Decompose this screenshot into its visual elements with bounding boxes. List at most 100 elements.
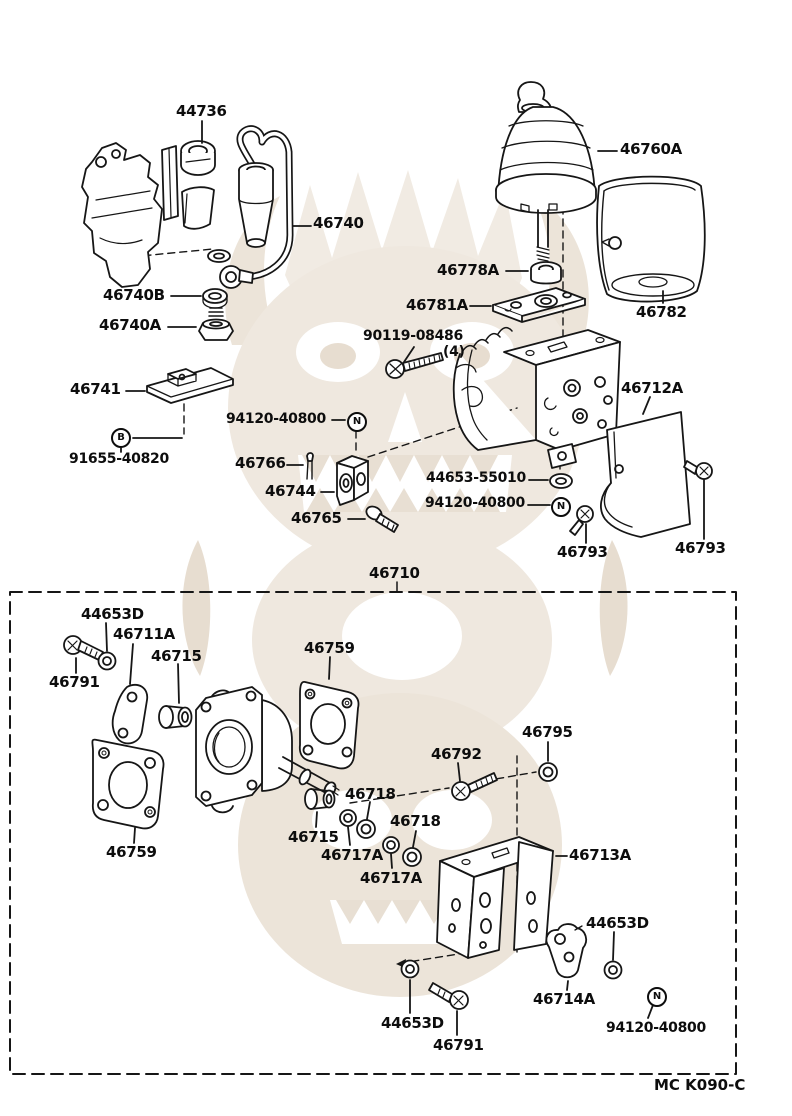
part-label-46782: 46782 bbox=[636, 303, 687, 321]
part-label-46793-left: 46793 bbox=[557, 543, 608, 561]
nut-44653D-right-drawing bbox=[603, 960, 623, 980]
part-label-46791-top: 46791 bbox=[49, 673, 100, 691]
leader-46759-bottom bbox=[133, 827, 136, 844]
bolt-46740A-drawing bbox=[198, 307, 234, 341]
part-label-46714A: 46714A bbox=[533, 990, 595, 1008]
leader-46717A-2 bbox=[390, 853, 393, 869]
part-label-46781A: 46781A bbox=[406, 296, 468, 314]
bolt-46793-left-drawing bbox=[569, 505, 594, 536]
bushing-46715-top-drawing bbox=[158, 705, 193, 729]
bracket-46713A-drawing bbox=[436, 836, 554, 959]
part-label-46740B: 46740B bbox=[103, 286, 165, 304]
part-label-90119-08486: 90119-08486 bbox=[363, 328, 463, 344]
part-label-46715-top: 46715 bbox=[151, 647, 202, 665]
part-label-46759-top: 46759 bbox=[304, 639, 355, 657]
link-46744-drawing bbox=[336, 455, 369, 506]
part-label-46795: 46795 bbox=[522, 723, 573, 741]
nut-46795-drawing bbox=[538, 762, 558, 782]
washer-46740B-drawing bbox=[202, 288, 228, 309]
part-label-94120-40800-c: 94120-40800 bbox=[606, 1020, 706, 1036]
assembly-46710-box bbox=[9, 591, 737, 1075]
part-label-44653D-bottom: 44653D bbox=[381, 1014, 444, 1032]
assembly-label-46710: 46710 bbox=[369, 564, 420, 582]
leader-46711A bbox=[129, 643, 134, 685]
part-label-46713A: 46713A bbox=[569, 846, 631, 864]
leader-94120-c bbox=[647, 1004, 654, 1019]
leader-46792 bbox=[457, 762, 461, 782]
cover-46712A-drawing bbox=[600, 411, 691, 538]
leader-46714A bbox=[566, 980, 569, 991]
leader-90119 bbox=[403, 346, 415, 363]
clamp-bracket-44736-drawing bbox=[161, 140, 216, 230]
leader-46718-2 bbox=[412, 830, 417, 848]
part-label-46766: 46766 bbox=[235, 454, 286, 472]
bolt-46791-bottom-drawing bbox=[428, 982, 469, 1010]
part-label-44653D-top: 44653D bbox=[81, 605, 144, 623]
cam-46714A-drawing bbox=[545, 923, 588, 979]
leader-46759-top bbox=[328, 656, 331, 680]
nut-44653D-top-drawing bbox=[97, 651, 117, 671]
pump-body-drawing bbox=[195, 686, 340, 814]
bolt-46792-drawing bbox=[451, 772, 498, 801]
part-label-46744: 46744 bbox=[265, 482, 316, 500]
bushing-46715-2-drawing bbox=[304, 788, 336, 810]
leader-46715-top bbox=[177, 663, 180, 704]
part-label-90119-qty: (4) bbox=[443, 344, 465, 360]
part-label-94120-40800-a: 94120-40800 bbox=[226, 411, 326, 427]
diagram-code: MC K090-C bbox=[654, 1076, 746, 1094]
bolt-46765-drawing bbox=[365, 505, 399, 533]
plate-46741-drawing bbox=[146, 367, 234, 404]
part-label-91655-40820: 91655-40820 bbox=[69, 451, 169, 467]
part-label-46741: 46741 bbox=[70, 380, 121, 398]
leader-46715-2 bbox=[315, 811, 318, 828]
plate-46781A-drawing bbox=[492, 287, 586, 323]
grommet-46778A-drawing bbox=[530, 261, 562, 285]
part-label-46715-2: 46715 bbox=[288, 828, 339, 846]
leader-91655 bbox=[120, 437, 183, 453]
part-label-94120-40800-b: 94120-40800 bbox=[425, 495, 525, 511]
bolt-46793-right-drawing bbox=[683, 460, 713, 480]
part-label-46793-right: 46793 bbox=[675, 539, 726, 557]
washer-nut-cluster-drawing bbox=[339, 809, 422, 867]
leader-44653D-right bbox=[612, 931, 615, 961]
nut-44653D-bottom-drawing bbox=[400, 959, 420, 979]
bolt-46791-top-drawing bbox=[63, 635, 104, 661]
leader-44653D-top bbox=[105, 622, 108, 652]
cup-46782-drawing bbox=[596, 175, 706, 303]
leader-46718-1 bbox=[366, 801, 371, 820]
gasket-46759-bottom-drawing bbox=[91, 738, 165, 830]
part-label-46778A: 46778A bbox=[437, 261, 499, 279]
part-label-46759-bottom: 46759 bbox=[106, 843, 157, 861]
part-label-46717A-1: 46717A bbox=[321, 846, 383, 864]
part-label-46717A-2: 46717A bbox=[360, 869, 422, 887]
part-label-46740A: 46740A bbox=[99, 316, 161, 334]
part-label-46711A: 46711A bbox=[113, 625, 175, 643]
leader-46717A-1 bbox=[347, 826, 351, 846]
part-label-46791-bottom: 46791 bbox=[433, 1036, 484, 1054]
bolt-90119-drawing bbox=[385, 352, 444, 379]
part-label-46792: 46792 bbox=[431, 745, 482, 763]
part-label-46718-1: 46718 bbox=[345, 785, 396, 803]
gasket-46711A-drawing bbox=[111, 683, 149, 745]
part-label-44736: 44736 bbox=[176, 102, 227, 120]
part-label-46718-2: 46718 bbox=[390, 812, 441, 830]
vacuum-hose-canister-46740-drawing bbox=[207, 125, 294, 289]
circled-letter-b-marker: B bbox=[111, 428, 131, 448]
pin-46766-drawing bbox=[306, 452, 314, 480]
actuator-body-drawing bbox=[81, 142, 163, 288]
part-label-46765: 46765 bbox=[291, 509, 342, 527]
leader-46712A bbox=[642, 396, 651, 415]
part-label-46712A: 46712A bbox=[621, 379, 683, 397]
mounting-bracket-drawing bbox=[452, 326, 621, 469]
part-label-44653D-right: 44653D bbox=[586, 914, 649, 932]
part-label-46760A: 46760A bbox=[620, 140, 682, 158]
gasket-46759-top-drawing bbox=[298, 681, 360, 770]
actuator-bell-46760A-drawing bbox=[495, 81, 597, 262]
grommet-44653-55010-drawing bbox=[549, 473, 573, 489]
circled-letter-n-marker-1: N bbox=[347, 412, 367, 432]
circled-letter-n-marker-2: N bbox=[551, 497, 571, 517]
part-label-44653-55010: 44653-55010 bbox=[426, 470, 526, 486]
part-label-46740: 46740 bbox=[313, 214, 364, 232]
